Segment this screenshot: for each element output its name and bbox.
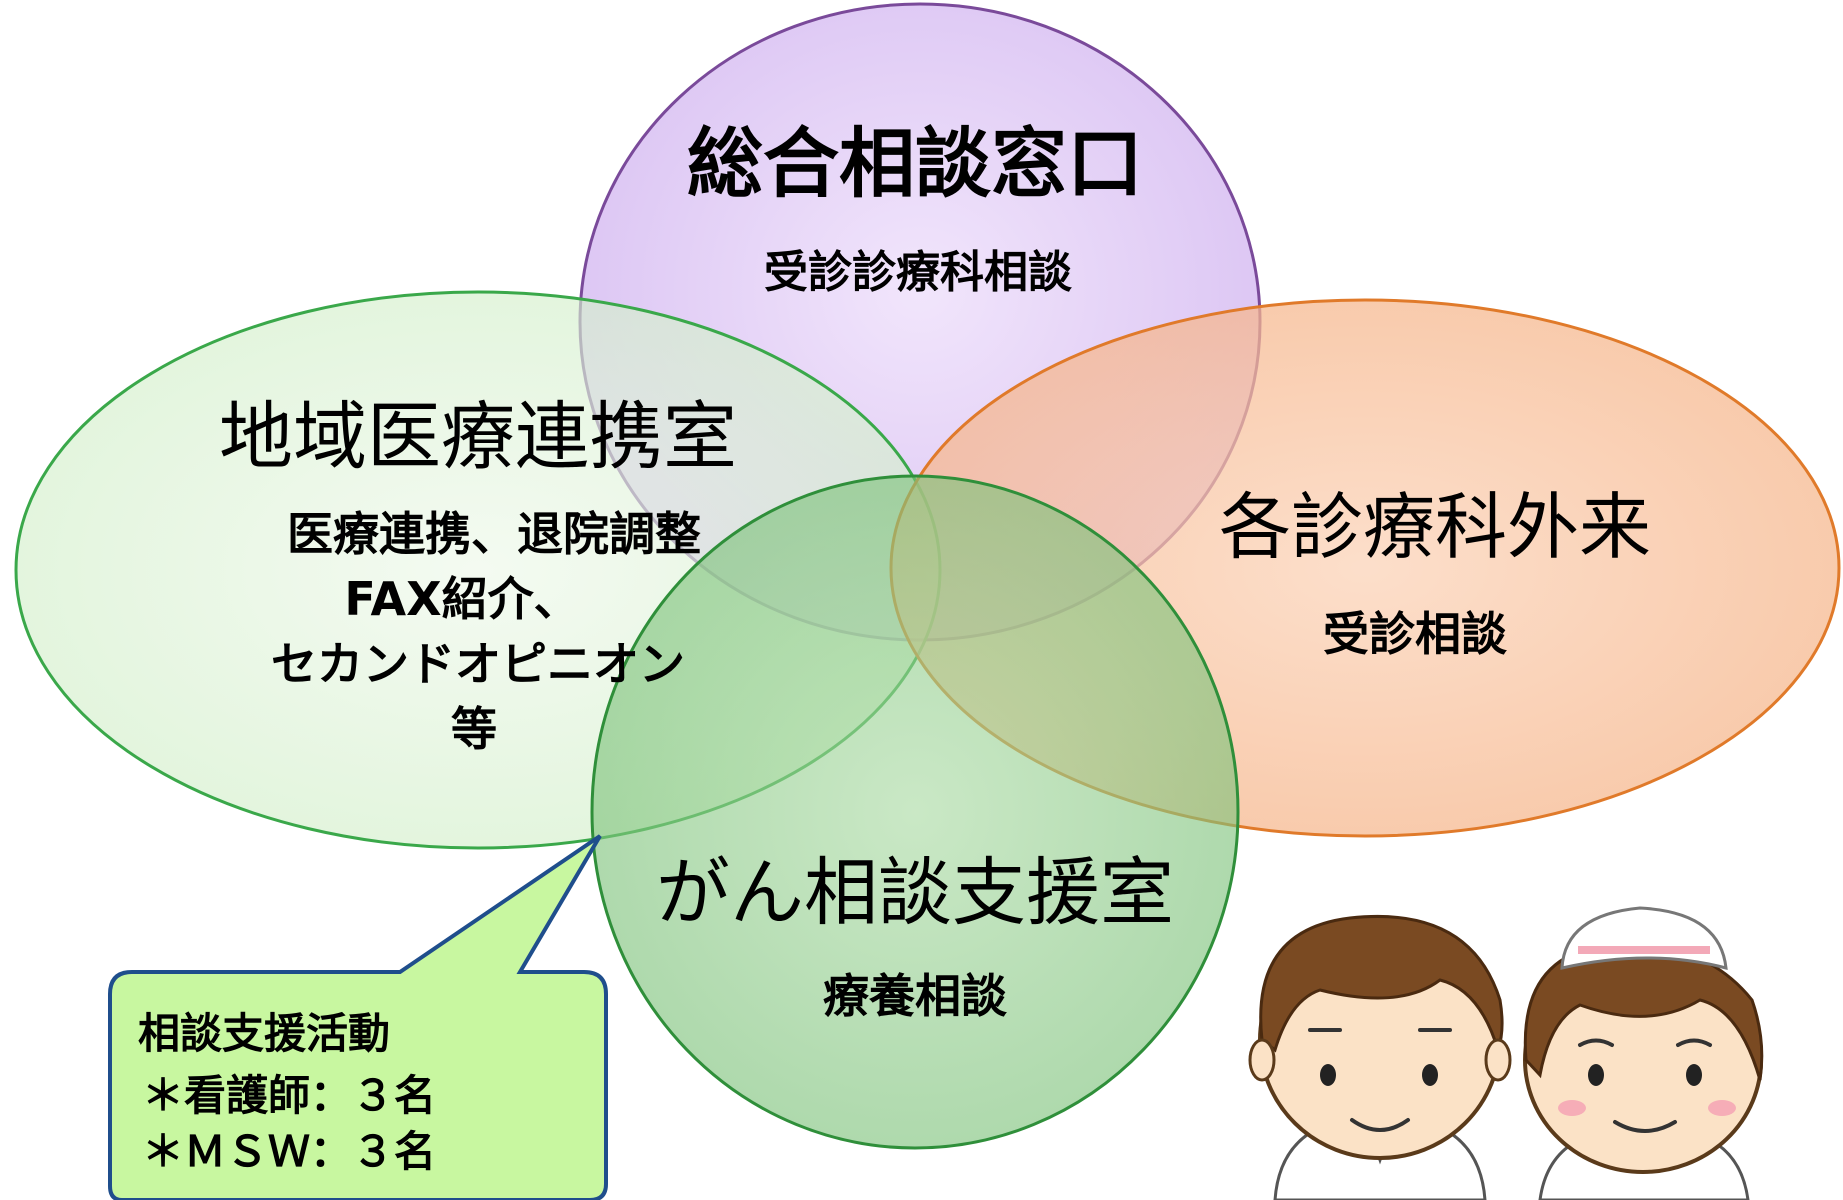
cancer-title: がん相談支援室 — [656, 850, 1174, 936]
regional-line-3: セカンドオピニオン — [271, 637, 685, 691]
general-line-1: 受診診療科相談 — [764, 247, 1072, 298]
general-title: 総合相談窓口 — [687, 119, 1143, 208]
staff-figure — [1248, 914, 1512, 1200]
regional-line-2: FAX紹介、 — [344, 572, 579, 626]
cancer-line-1: 療養相談 — [823, 969, 1007, 1023]
circle-cancer-consultation — [590, 474, 1240, 1150]
callout-title: 相談支援活動 — [138, 1009, 390, 1058]
outpatient-line-1: 受診相談 — [1323, 607, 1507, 661]
callout-line-2: ＊ＭＳＷ：３名 — [142, 1127, 436, 1176]
callout-line-1: ＊看護師：３名 — [142, 1071, 436, 1120]
regional-line-1: 医療連携、退院調整 — [287, 507, 701, 561]
nurse-figure — [1523, 906, 1764, 1200]
outpatient-title: 各診療科外来 — [1219, 485, 1651, 569]
regional-line-4: 等 — [451, 702, 497, 756]
regional-title: 地域医療連携室 — [219, 394, 737, 480]
